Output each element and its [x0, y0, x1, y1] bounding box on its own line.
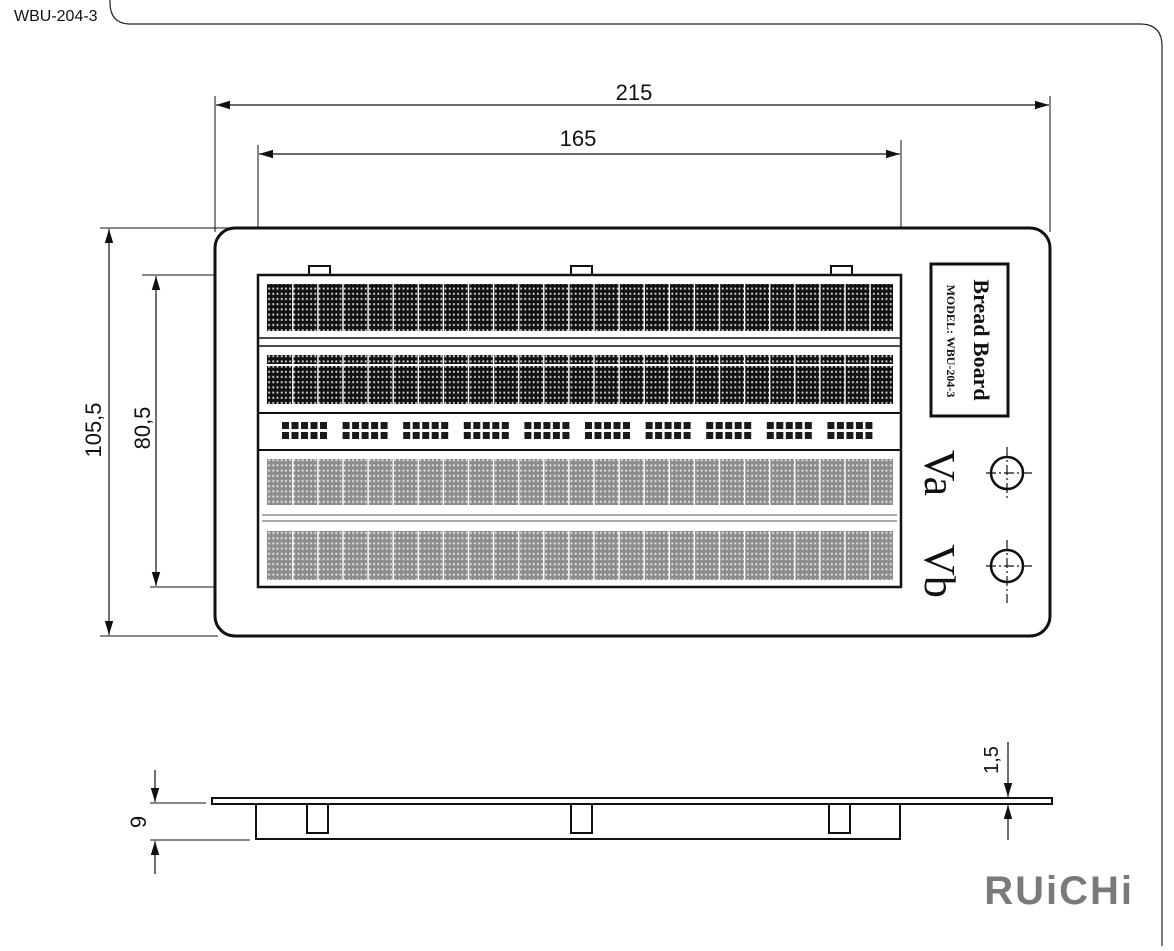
- power-rails: [282, 422, 873, 439]
- label-plate: Bread Board MODEL: WBU-204-3: [929, 262, 1010, 418]
- terminal-vb: Vb: [915, 540, 1034, 603]
- brand-letter: i: [1046, 869, 1059, 913]
- brand-letter: i: [1121, 869, 1134, 913]
- brand-logo: RUiCHi: [984, 869, 1134, 913]
- terminal-strip-top-c: [267, 366, 893, 404]
- brand-letter: U: [1015, 869, 1046, 913]
- column-gaps: [292, 284, 871, 580]
- brand-letter: H: [1090, 869, 1121, 913]
- dim-board-width-text: 165: [560, 126, 597, 151]
- dim-plate-thickness: 1,5: [981, 742, 1013, 840]
- dim-thickness: 9: [126, 770, 250, 874]
- brand-letter: C: [1059, 869, 1090, 913]
- label-plate-model: MODEL: WBU-204-3: [944, 285, 958, 398]
- sheet-border: [109, 0, 1163, 946]
- terminal-strip-bottom-b: [267, 531, 893, 580]
- terminal-strip-top-a: [267, 284, 893, 331]
- terminal-strip-top-b: [267, 355, 893, 364]
- model-code-label: WBU-204-3: [14, 8, 98, 25]
- terminal-vb-label: Vb: [915, 544, 964, 598]
- terminal-va: Va: [915, 447, 1034, 500]
- dim-overall-height: 105,5: [81, 227, 230, 637]
- dim-plate-thickness-text: 1,5: [981, 746, 1003, 774]
- brand-letter: R: [984, 869, 1015, 913]
- terminal-strip-bottom-a: [267, 459, 893, 505]
- label-plate-title: Bread Board: [969, 279, 994, 400]
- dim-board-height-text: 80,5: [130, 407, 155, 450]
- dim-thickness-text: 9: [126, 816, 151, 828]
- terminal-va-label: Va: [915, 450, 964, 496]
- dim-board-width: 165: [257, 126, 902, 272]
- side-view: [211, 797, 1053, 840]
- dim-overall-height-text: 105,5: [81, 402, 106, 457]
- dim-overall-width-text: 215: [616, 80, 653, 105]
- brand-logo-text: RUiCHi: [984, 869, 1134, 913]
- dim-board-height: 80,5: [130, 274, 254, 588]
- dim-overall-width: 215: [214, 80, 1051, 232]
